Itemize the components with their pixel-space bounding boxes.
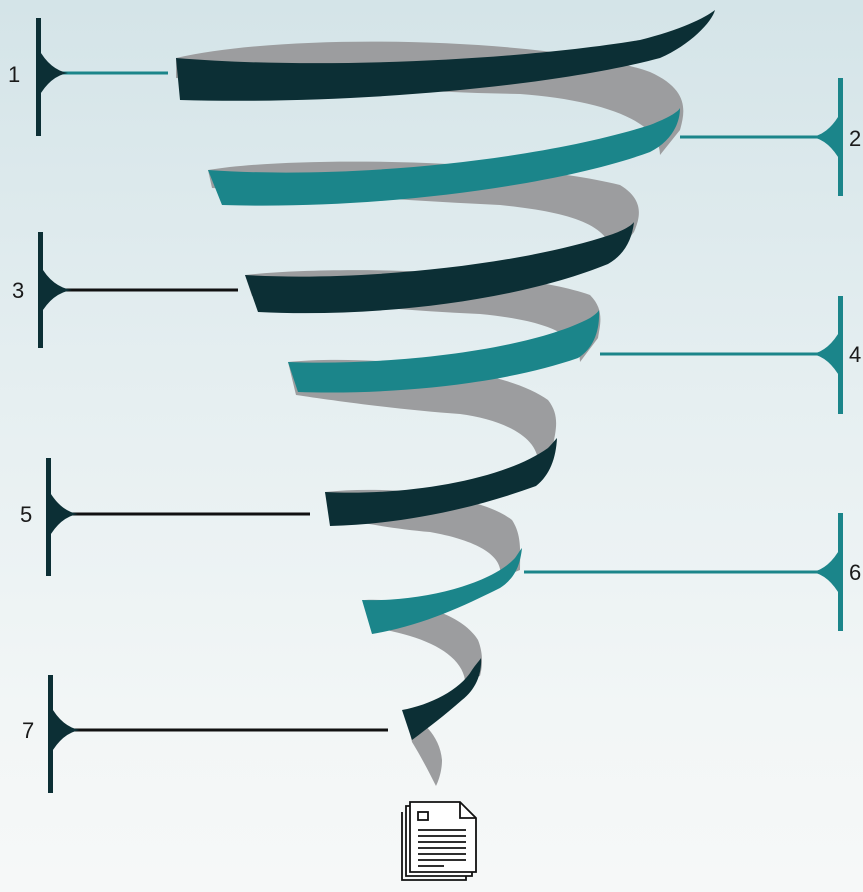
spiral-band-2	[208, 108, 680, 206]
step-number-6: 6	[849, 560, 861, 585]
spiral-band-3	[245, 222, 634, 314]
step-number-5: 5	[20, 502, 32, 527]
right-markers	[812, 78, 843, 631]
flag-marker-icon	[812, 78, 843, 196]
flag-marker-icon	[48, 675, 80, 793]
step-number-4: 4	[849, 342, 861, 367]
document-icon	[401, 801, 477, 881]
step-numbers: 1 2 3 4 5 6 7	[8, 62, 861, 743]
flag-marker-icon	[46, 458, 78, 576]
spiral-front-bands	[176, 10, 715, 740]
left-markers	[36, 18, 80, 793]
step-number-2: 2	[849, 126, 861, 151]
spiral-band-7	[402, 658, 482, 740]
callout-lines	[60, 71, 832, 732]
flag-marker-icon	[36, 18, 68, 136]
spiral-band-5	[325, 438, 557, 526]
flag-marker-icon	[812, 513, 843, 631]
spiral-band-4	[288, 310, 600, 393]
flag-marker-icon	[38, 232, 72, 348]
spiral-band-1	[176, 10, 715, 101]
step-number-1: 1	[8, 62, 20, 87]
step-number-3: 3	[12, 278, 24, 303]
step-number-7: 7	[22, 718, 34, 743]
flag-marker-icon	[812, 296, 843, 414]
spiral-band-6	[362, 548, 522, 634]
